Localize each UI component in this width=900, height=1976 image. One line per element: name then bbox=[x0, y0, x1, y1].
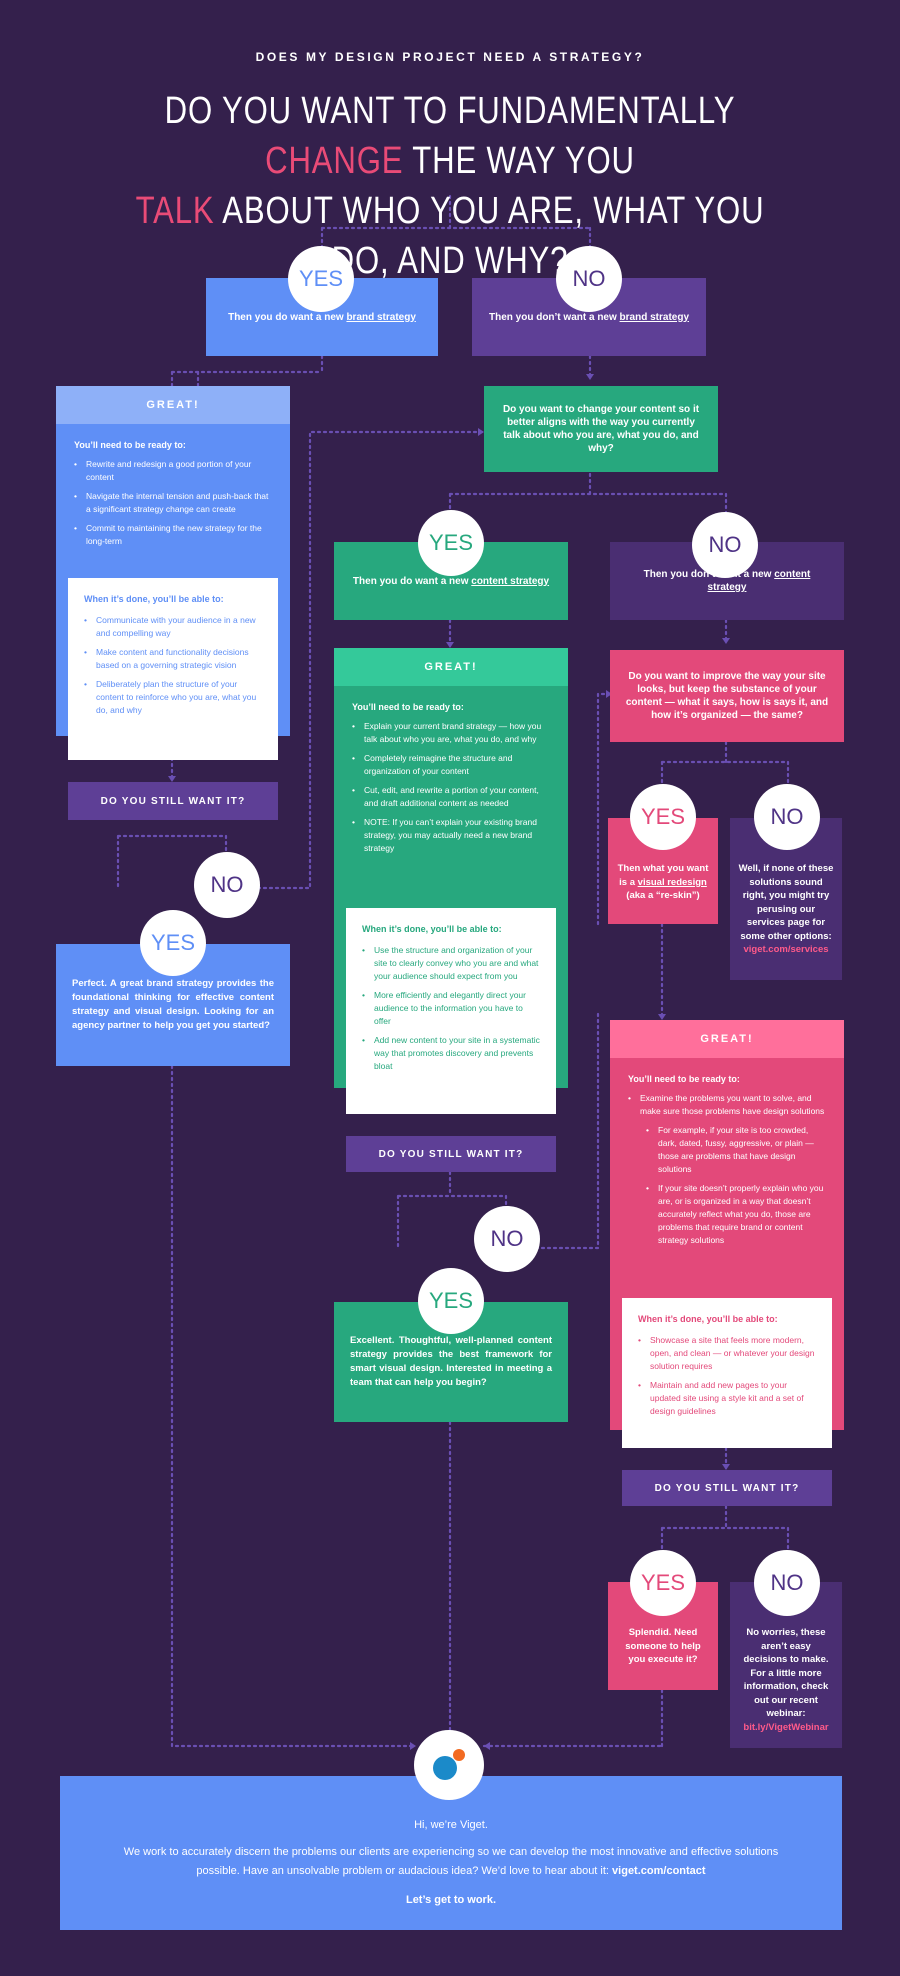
viget-logo-icon bbox=[414, 1730, 484, 1800]
done-heading: When it’s done, you’ll be able to: bbox=[638, 1314, 778, 1324]
list-item: Navigate the internal tension and push-b… bbox=[74, 490, 272, 516]
list-item: Deliberately plan the structure of your … bbox=[84, 678, 262, 717]
page-title: DO YOU WANT TO FUNDAMENTALLY CHANGE THE … bbox=[135, 90, 765, 282]
visual-done-card: When it’s done, you’ll be able to: Showc… bbox=[622, 1298, 832, 1448]
list-item: Add new content to your site in a system… bbox=[362, 1034, 540, 1073]
ready-heading: You’ll need to be ready to: bbox=[352, 702, 464, 712]
list-item: Completely reimagine the structure and o… bbox=[352, 752, 550, 778]
footer-cta: Let’s get to work. bbox=[405, 1894, 497, 1906]
list-item: NOTE: If you can’t explain your existing… bbox=[352, 816, 550, 855]
contact-link[interactable]: viget.com/contact bbox=[612, 1865, 706, 1877]
brand-done-list: Communicate with your audience in a new … bbox=[84, 614, 262, 717]
list-item: Rewrite and redesign a good portion of y… bbox=[74, 458, 272, 484]
list-item: Maintain and add new pages to your updat… bbox=[638, 1379, 816, 1418]
list-item: Communicate with your audience in a new … bbox=[84, 614, 262, 640]
visual-ready-list: Examine the problems you want to solve, … bbox=[628, 1092, 826, 1247]
content-final-box: Excellent. Thoughtful, well-planned cont… bbox=[334, 1302, 568, 1422]
yes-badge: YES bbox=[288, 246, 354, 312]
content-still-want-it: DO YOU STILL WANT IT? bbox=[346, 1136, 556, 1172]
brand-ready-list: Rewrite and redesign a good portion of y… bbox=[74, 458, 272, 548]
yes-badge: YES bbox=[418, 510, 484, 576]
great-heading: GREAT! bbox=[334, 648, 568, 686]
list-item: Explain your current brand strategy — ho… bbox=[352, 720, 550, 746]
no-badge: NO bbox=[474, 1206, 540, 1272]
great-heading: GREAT! bbox=[56, 386, 290, 424]
ready-heading: You’ll need to be ready to: bbox=[74, 440, 186, 450]
no-badge: NO bbox=[556, 246, 622, 312]
content-done-list: Use the structure and organization of yo… bbox=[362, 944, 540, 1073]
no-badge: NO bbox=[754, 1550, 820, 1616]
list-item: Make content and functionality decisions… bbox=[84, 646, 262, 672]
footer-greeting: Hi, we’re Viget. bbox=[414, 1819, 488, 1831]
brand-still-want-it: DO YOU STILL WANT IT? bbox=[68, 782, 278, 820]
visual-done-list: Showcase a site that feels more modern, … bbox=[638, 1334, 816, 1418]
done-heading: When it’s done, you’ll be able to: bbox=[362, 924, 502, 934]
yes-badge: YES bbox=[630, 784, 696, 850]
no-badge: NO bbox=[692, 512, 758, 578]
done-heading: When it’s done, you’ll be able to: bbox=[84, 594, 224, 604]
list-item: More efficiently and elegantly direct yo… bbox=[362, 989, 540, 1028]
ready-heading: You’ll need to be ready to: bbox=[628, 1074, 740, 1084]
brand-final-box: Perfect. A great brand strategy provides… bbox=[56, 944, 290, 1066]
yes-badge: YES bbox=[418, 1268, 484, 1334]
footer-panel: Hi, we’re Viget. We work to accurately d… bbox=[60, 1776, 842, 1930]
visual-still-want-it: DO YOU STILL WANT IT? bbox=[622, 1470, 832, 1506]
list-item: Showcase a site that feels more modern, … bbox=[638, 1334, 816, 1373]
yes-badge: YES bbox=[630, 1550, 696, 1616]
list-item: Use the structure and organization of yo… bbox=[362, 944, 540, 983]
list-item: Examine the problems you want to solve, … bbox=[628, 1092, 826, 1118]
list-item: If your site doesn’t properly explain wh… bbox=[646, 1182, 826, 1247]
overtitle: DOES MY DESIGN PROJECT NEED A STRATEGY? bbox=[255, 50, 645, 64]
content-question-box: Do you want to change your content so it… bbox=[484, 386, 718, 472]
content-ready-list: Explain your current brand strategy — ho… bbox=[352, 720, 550, 855]
no-badge: NO bbox=[194, 852, 260, 918]
brand-done-card: When it’s done, you’ll be able to: Commu… bbox=[68, 578, 278, 760]
list-item: Commit to maintaining the new strategy f… bbox=[74, 522, 272, 548]
list-item: For example, if your site is too crowded… bbox=[646, 1124, 826, 1176]
list-item: Cut, edit, and rewrite a portion of your… bbox=[352, 784, 550, 810]
footer-body: We work to accurately discern the proble… bbox=[123, 1846, 779, 1877]
brand-no-box: Then you don’t want a new brand strategy bbox=[472, 278, 706, 356]
no-badge: NO bbox=[754, 784, 820, 850]
yes-badge: YES bbox=[140, 910, 206, 976]
visual-question-box: Do you want to improve the way your site… bbox=[610, 650, 844, 742]
content-done-card: When it’s done, you’ll be able to: Use t… bbox=[346, 908, 556, 1114]
great-heading: GREAT! bbox=[610, 1020, 844, 1058]
